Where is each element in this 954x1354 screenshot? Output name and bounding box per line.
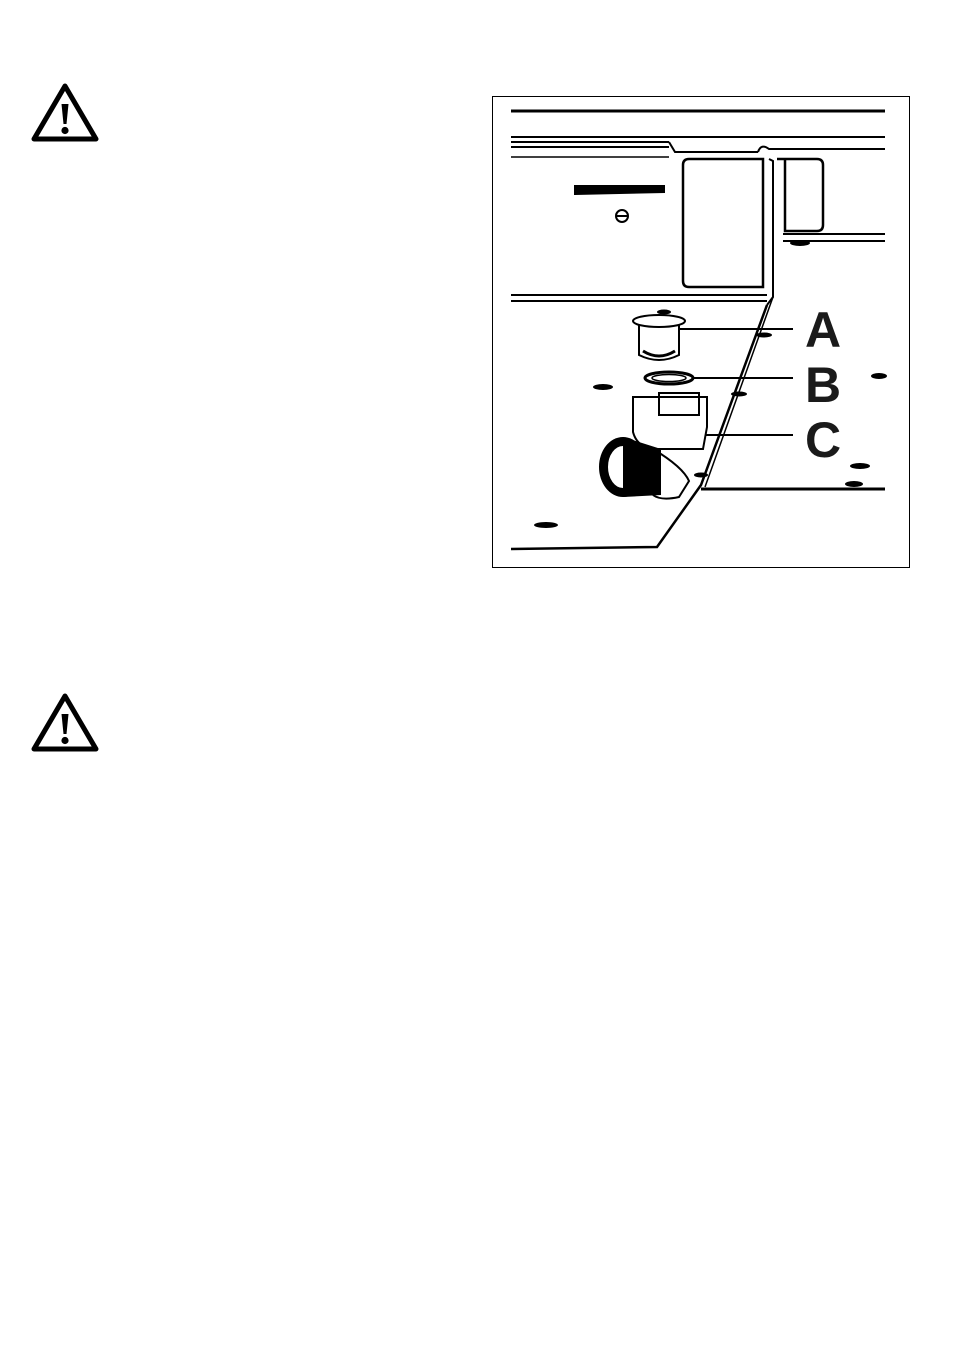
drain-connector-diagram: A B C (492, 96, 910, 568)
callout-label-c: C (805, 415, 841, 465)
callout-label-b: B (805, 360, 841, 410)
callout-label-a: A (805, 305, 841, 355)
warning-icon (30, 82, 100, 144)
warning-icon (30, 692, 100, 754)
